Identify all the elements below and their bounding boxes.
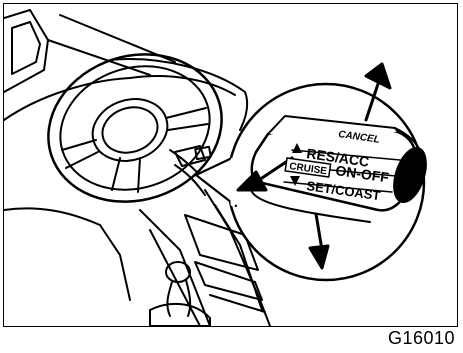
figure-id-label: G16010 <box>388 328 455 349</box>
a-pillar <box>4 10 175 92</box>
gear-shift <box>150 262 210 326</box>
callout-pointer <box>196 158 236 206</box>
lower-dash <box>4 208 130 300</box>
